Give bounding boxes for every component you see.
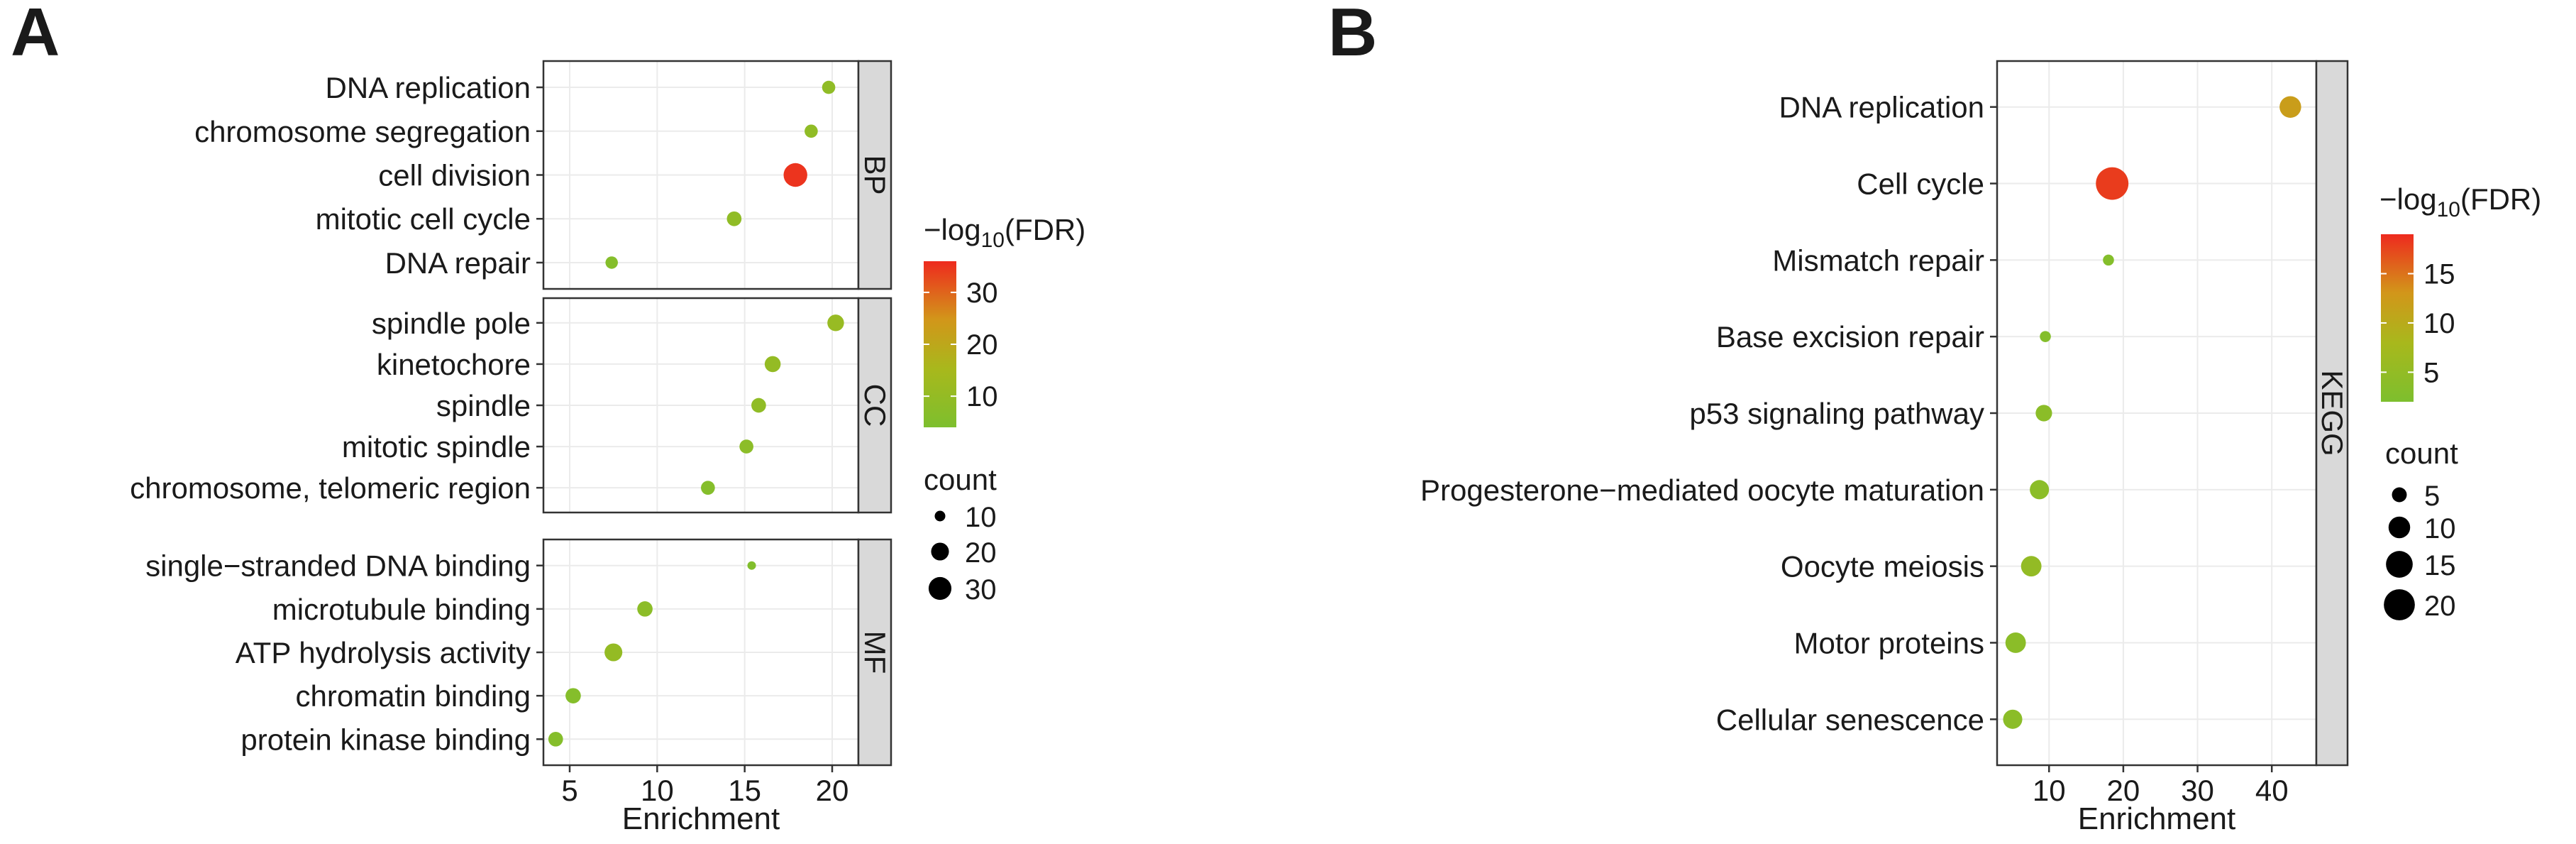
facet-strip-label: MF — [858, 631, 892, 674]
term-label: mitotic spindle — [342, 430, 531, 464]
size-legend-dot — [2384, 589, 2415, 620]
facet-strip-KEGG — [2315, 60, 2349, 767]
size-legend-title: count — [924, 463, 997, 496]
colorbar-tick-label: 10 — [2423, 308, 2455, 339]
data-point — [739, 439, 753, 454]
colorbar-title: −log10(FDR) — [924, 213, 1085, 252]
data-point — [604, 643, 623, 662]
term-label: DNA replication — [326, 71, 531, 104]
data-point — [805, 124, 818, 138]
facet-strip-CC — [857, 297, 892, 514]
size-legend-label: 15 — [2424, 550, 2456, 581]
x-tick-label: 5 — [561, 774, 577, 807]
colorbar-tick-label: 10 — [966, 381, 998, 412]
panel-label-A: A — [11, 0, 60, 70]
term-label: Progesterone−mediated oocyte maturation — [1420, 473, 1984, 507]
term-label: p53 signaling pathway — [1689, 397, 1984, 430]
data-point — [548, 731, 563, 747]
facet-strip-BP — [857, 60, 892, 290]
data-point — [2030, 480, 2050, 500]
x-tick-label: 40 — [2255, 774, 2289, 807]
data-point — [783, 163, 807, 187]
term-label: Mismatch repair — [1772, 243, 1984, 277]
facet-strip-MF — [857, 538, 892, 767]
term-label: Oocyte meiosis — [1781, 550, 1984, 583]
term-label: single−stranded DNA binding — [145, 549, 531, 583]
data-point — [2040, 331, 2051, 342]
x-tick-label: 20 — [2107, 774, 2140, 807]
facet-strip-label: BP — [858, 155, 892, 194]
size-legend-label: 30 — [965, 574, 997, 605]
size-legend-dot — [2388, 516, 2411, 539]
data-point — [605, 256, 618, 269]
size-legend-dot — [2386, 551, 2413, 578]
size-legend-label: 10 — [965, 502, 997, 533]
term-label: DNA replication — [1779, 91, 1984, 124]
data-point — [764, 356, 781, 373]
size-legend-label: 10 — [2424, 513, 2456, 544]
size-legend-dot — [928, 576, 952, 601]
size-legend-label: 5 — [2424, 481, 2440, 512]
size-legend-dot — [2392, 487, 2407, 503]
data-point — [637, 601, 653, 617]
term-label: spindle — [436, 389, 531, 422]
term-label: protein kinase binding — [241, 723, 531, 756]
size-legend-dot — [931, 542, 949, 561]
x-tick-label: 20 — [816, 774, 849, 807]
x-tick-label: 10 — [641, 774, 674, 807]
colorbar-tick-label: 20 — [966, 329, 998, 361]
colorbar-tick-label: 15 — [2423, 259, 2455, 290]
term-label: kinetochore — [377, 348, 531, 381]
term-label: Motor proteins — [1794, 626, 1984, 659]
data-point — [827, 314, 844, 331]
term-label: mitotic cell cycle — [316, 202, 531, 236]
data-point — [2035, 405, 2052, 422]
size-legend-title: count — [2385, 437, 2458, 470]
data-point — [2279, 96, 2301, 118]
term-label: cell division — [378, 159, 531, 192]
term-label: spindle pole — [372, 307, 531, 340]
term-label: chromosome, telomeric region — [130, 471, 531, 505]
x-axis-label: Enrichment — [622, 801, 780, 836]
x-tick-label: 10 — [2033, 774, 2066, 807]
colorbar-tick-label: 30 — [966, 278, 998, 309]
size-legend-label: 20 — [965, 537, 997, 569]
x-tick-label: 30 — [2181, 774, 2214, 807]
term-label: microtubule binding — [272, 593, 531, 626]
data-point — [2005, 632, 2026, 653]
data-point — [2003, 709, 2023, 729]
colorbar-title: −log10(FDR) — [2379, 182, 2541, 221]
data-point — [751, 398, 766, 413]
term-label: chromatin binding — [295, 679, 531, 713]
data-point — [2096, 167, 2129, 200]
x-axis-label: Enrichment — [2078, 801, 2236, 836]
data-point — [822, 80, 836, 94]
term-label: Base excision repair — [1716, 320, 1984, 354]
colorbar-gradient — [2381, 234, 2414, 402]
size-legend-label: 20 — [2424, 591, 2456, 622]
size-legend-dot — [934, 510, 946, 522]
term-label: ATP hydrolysis activity — [236, 636, 531, 669]
x-tick-label: 15 — [728, 774, 761, 807]
term-label: Cellular senescence — [1716, 703, 1984, 736]
data-point — [565, 688, 581, 703]
term-label: DNA repair — [385, 246, 531, 280]
data-point — [726, 211, 742, 226]
data-point — [2021, 556, 2042, 577]
data-point — [701, 481, 715, 495]
facet-strip-label: CC — [858, 384, 892, 427]
term-label: Cell cycle — [1857, 168, 1984, 201]
data-point — [2103, 254, 2114, 266]
colorbar-tick-label: 5 — [2423, 357, 2439, 388]
facet-strip-label: KEGG — [2316, 370, 2349, 456]
panel-label-B: B — [1328, 0, 1377, 70]
data-point — [747, 561, 756, 570]
term-label: chromosome segregation — [194, 115, 531, 148]
